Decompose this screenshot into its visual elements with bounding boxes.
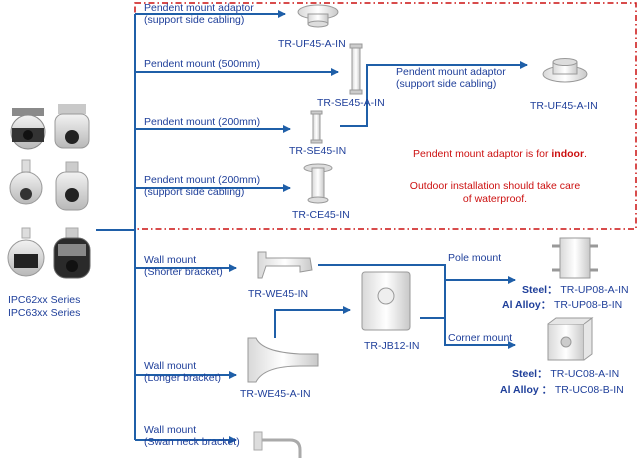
- outdoor-note: Outdoor installation should take care of…: [409, 180, 581, 205]
- pendent-mount-200-side-label: Pendent mount (200mm) (support side cabl…: [144, 174, 261, 198]
- pole-steel: Steel： TR-UP08-A-IN: [522, 284, 629, 296]
- wall-mount-short-icon: [257, 251, 313, 279]
- pendent-pipe-500-icon: [349, 43, 363, 95]
- pendent-mount-200-side-code: TR-CE45-IN: [292, 209, 350, 221]
- corner-mount-label: Corner mount: [448, 332, 513, 344]
- pendent-adaptor-right-label: Pendent mount adaptor (support side cabl…: [396, 66, 506, 90]
- connector-lines: [96, 10, 528, 444]
- pendent-adaptor-right-code: TR-UF45-A-IN: [530, 100, 598, 112]
- wall-mount-short-label: Wall mount (Shorter bracket): [144, 254, 223, 278]
- corner-alloy: Al Alloy ： TR-UC08-B-IN: [500, 384, 624, 396]
- ptz-camera-icon: [54, 104, 90, 149]
- pendent-mount-200-label: Pendent mount (200mm): [144, 116, 261, 128]
- wall-mount-long-label: Wall mount (Longer bracket): [144, 360, 222, 384]
- pendent-mount-500-label: Pendent mount (500mm): [144, 58, 261, 70]
- wall-mount-swan-label: Wall mount (Swan neck bracket): [144, 424, 240, 448]
- ptz-camera-icon: [7, 227, 45, 277]
- camera-series-label: IPC62xx Series IPC63xx Series: [8, 294, 81, 319]
- dome-camera-icon: [9, 159, 43, 205]
- wall-mount-long-code: TR-WE45-A-IN: [240, 388, 311, 400]
- camera-group: [7, 104, 91, 279]
- pendent-pipe-200-icon: [310, 110, 323, 144]
- pendent-adaptor-top-label: Pendent mount adaptor (support side cabl…: [144, 2, 254, 26]
- pendent-adaptor-icon: [542, 58, 588, 83]
- indoor-note: Pendent mount adaptor is for indoor.: [413, 148, 587, 160]
- ptz-camera-icon: [53, 227, 91, 279]
- pole-mount-icon: [552, 237, 598, 279]
- wall-mount-long-icon: [247, 337, 319, 383]
- dome-camera-icon: [55, 161, 89, 211]
- corner-mount-icon: [547, 317, 594, 361]
- junction-box-code: TR-JB12-IN: [364, 340, 420, 352]
- pendent-mount-200-code: TR-SE45-IN: [289, 145, 347, 157]
- pole-alloy: Al Alloy： TR-UP08-B-IN: [502, 299, 623, 311]
- pendent-adaptor-icon: [297, 4, 339, 28]
- pendent-pipe-side-icon: [303, 163, 333, 204]
- pole-mount-label: Pole mount: [448, 252, 502, 264]
- corner-steel: Steel： TR-UC08-A-IN: [512, 368, 620, 380]
- pendent-mount-500-code: TR-SE45-A-IN: [317, 97, 385, 109]
- ptz-camera-icon: [10, 108, 46, 150]
- pendent-adaptor-top-code: TR-UF45-A-IN: [278, 38, 346, 50]
- junction-box-icon: [361, 271, 411, 331]
- wall-mount-short-code: TR-WE45-IN: [248, 288, 309, 300]
- swan-neck-mount-icon: [253, 431, 302, 458]
